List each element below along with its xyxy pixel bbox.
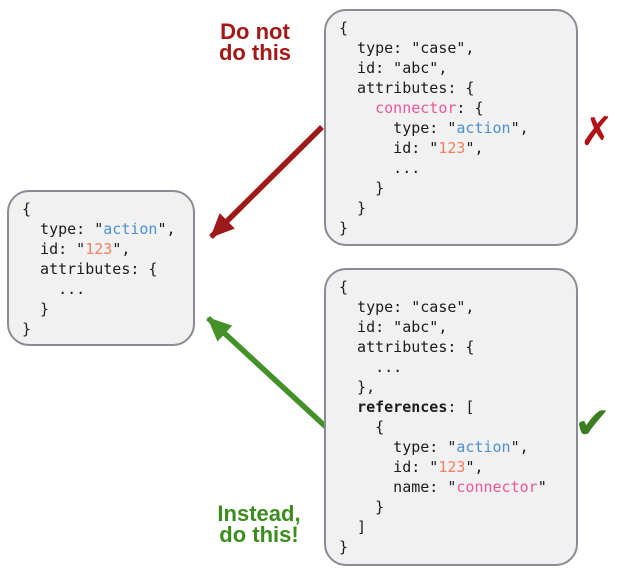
good-example-code-box: { type: "case", id: "abc", attributes: {… (324, 268, 578, 566)
code-line: type: "action", (22, 219, 185, 239)
code-line: type: "case", (339, 297, 568, 317)
do-not-label: Do not do this (218, 19, 292, 65)
code-line: connector: { (339, 98, 568, 118)
code-line: { (339, 18, 568, 38)
code-line: references: [ (339, 397, 568, 417)
code-line: ... (339, 357, 568, 377)
code-line: attributes: { (339, 78, 568, 98)
cross-icon: ✗ (580, 109, 614, 155)
bad-example-code-box: { type: "case", id: "abc", attributes: {… (324, 9, 578, 246)
code-token-plain: } (339, 199, 367, 217)
code-token-plain: } (22, 320, 32, 338)
code-token-plain: name: " (339, 478, 457, 496)
code-token-blue: action (456, 438, 511, 456)
code-token-plain: type: "case", (339, 298, 475, 316)
code-line: type: "case", (339, 38, 568, 58)
code-token-bold: references (357, 398, 448, 416)
code-token-plain: : { (456, 99, 484, 117)
code-line: id: "abc", (339, 58, 568, 78)
code-token-plain: type: " (339, 119, 457, 137)
code-token-orange: 123 (438, 139, 466, 157)
code-token-plain (339, 398, 357, 416)
code-token-plain: ", (465, 139, 484, 157)
code-line: id: "123", (22, 239, 185, 259)
code-token-plain: type: " (22, 220, 104, 238)
code-token-plain: } (339, 538, 349, 556)
code-line: attributes: { (22, 259, 185, 279)
code-line: } (339, 198, 568, 218)
code-token-plain: type: "case", (339, 39, 475, 57)
code-token-plain: } (339, 498, 385, 516)
code-token-plain: id: " (339, 139, 439, 157)
code-token-plain: }, (339, 378, 376, 396)
code-line: { (339, 277, 568, 297)
code-token-pink: connector (375, 99, 457, 117)
code-token-plain: id: " (22, 240, 86, 258)
code-token-plain: { (339, 19, 349, 37)
code-token-plain: attributes: { (339, 338, 475, 356)
code-token-plain: attributes: { (22, 260, 158, 278)
do-not-arrow (209, 125, 324, 239)
code-line: id: "123", (339, 138, 568, 158)
code-token-pink: connector (456, 478, 538, 496)
code-token-plain: } (339, 179, 385, 197)
code-line: { (22, 199, 185, 219)
code-line: }, (339, 377, 568, 397)
code-line: id: "abc", (339, 317, 568, 337)
code-token-plain: } (339, 219, 349, 237)
referenced-object-code-box: { type: "action", id: "123", attributes:… (7, 190, 195, 346)
code-token-plain: : [ (447, 398, 475, 416)
code-token-blue: action (103, 220, 158, 238)
code-token-plain: ", (510, 438, 529, 456)
code-token-plain: id: " (339, 458, 439, 476)
code-token-plain: { (339, 278, 349, 296)
code-line: { (339, 417, 568, 437)
code-line: } (22, 319, 185, 339)
code-line: attributes: { (339, 337, 568, 357)
code-token-orange: 123 (85, 240, 113, 258)
code-token-plain: id: "abc", (339, 318, 448, 336)
code-token-plain: " (537, 478, 547, 496)
code-line: ... (339, 158, 568, 178)
code-line: } (22, 299, 185, 319)
code-line: type: "action", (339, 118, 568, 138)
code-token-plain: ", (465, 458, 484, 476)
check-icon: ✔ (574, 398, 611, 449)
code-token-plain: ] (339, 518, 367, 536)
code-token-plain: attributes: { (339, 79, 475, 97)
code-token-plain: ... (22, 280, 86, 298)
code-token-plain: { (22, 200, 32, 218)
code-line: } (339, 178, 568, 198)
instead-arrow (206, 315, 328, 430)
instead-label: Instead, do this! (217, 501, 301, 547)
code-token-plain: ", (510, 119, 529, 137)
code-line: ... (22, 279, 185, 299)
code-token-plain: } (22, 300, 50, 318)
code-line: } (339, 218, 568, 238)
code-token-plain: ", (112, 240, 131, 258)
code-token-plain: { (339, 418, 385, 436)
code-line: } (339, 537, 568, 557)
code-token-plain: type: " (339, 438, 457, 456)
code-line: id: "123", (339, 457, 568, 477)
code-token-blue: action (456, 119, 511, 137)
code-token-orange: 123 (438, 458, 466, 476)
code-line: } (339, 497, 568, 517)
code-token-plain: id: "abc", (339, 59, 448, 77)
code-token-plain (339, 99, 375, 117)
code-line: name: "connector" (339, 477, 568, 497)
code-token-plain: ... (339, 159, 421, 177)
code-line: ] (339, 517, 568, 537)
code-line: type: "action", (339, 437, 568, 457)
code-token-plain: ... (339, 358, 403, 376)
code-token-plain: ", (157, 220, 176, 238)
